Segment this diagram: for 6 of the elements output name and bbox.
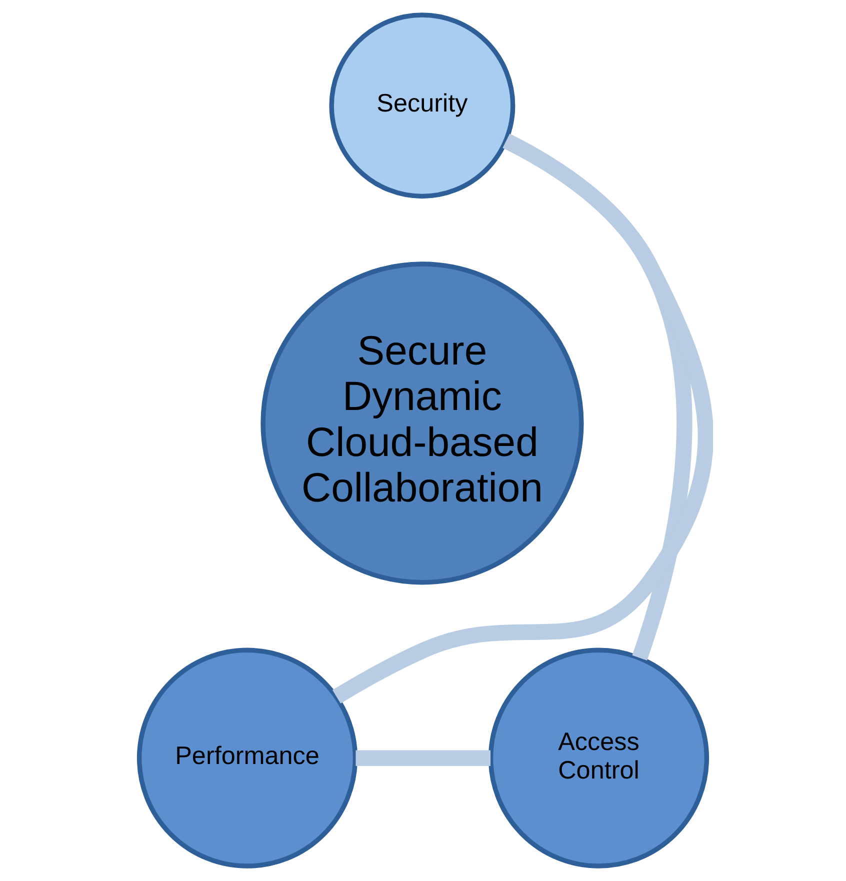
connector — [356, 750, 491, 766]
node-circle: Secure Dynamic Cloud-based Collaboration — [260, 262, 584, 585]
connector — [332, 134, 713, 704]
node-circle: Security — [329, 12, 516, 199]
node-circle: Access Control — [488, 648, 710, 868]
node-circle: Performance — [136, 648, 358, 868]
